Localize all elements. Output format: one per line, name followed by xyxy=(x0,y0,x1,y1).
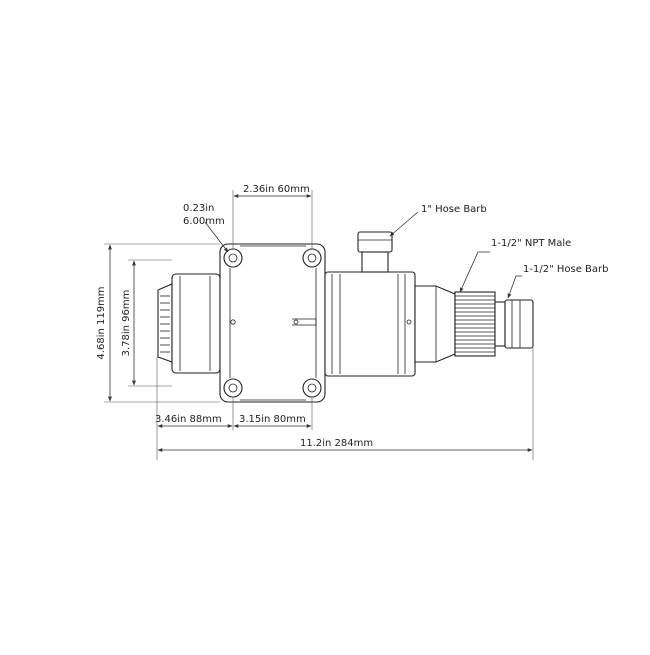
mount-hole-bottom-right xyxy=(302,378,322,398)
mounting-flange xyxy=(219,243,326,403)
top-hose-barb xyxy=(357,231,393,273)
extension-lines xyxy=(104,190,534,460)
mount-hole-top-left xyxy=(223,248,243,268)
overall-height-label: 4.68in 119mm xyxy=(96,286,107,359)
motor-end-cap xyxy=(157,283,173,363)
pump-body xyxy=(157,231,534,403)
inner-height-label: 3.78in 96mm xyxy=(121,290,132,357)
outlet-transition xyxy=(414,285,456,363)
overall-length-label: 11.2in 284mm xyxy=(300,438,373,449)
pump-chamber xyxy=(324,271,416,377)
left-offset-label: 3.46in 88mm xyxy=(155,414,222,425)
hose-barb-1in-label: 1" Hose Barb xyxy=(421,204,487,215)
hose-barb-1-5in-label: 1-1/2" Hose Barb xyxy=(523,264,608,275)
end-hose-barb xyxy=(494,299,534,349)
hole-diameter-label-mm: 6.00mm xyxy=(183,216,225,227)
mount-spacing-label: 3.15in 80mm xyxy=(239,414,306,425)
top-width-label: 2.36in 60mm xyxy=(243,184,310,195)
npt-thread xyxy=(454,291,496,357)
dimension-lines xyxy=(108,194,533,452)
mount-hole-top-right xyxy=(302,248,322,268)
npt-male-label: 1-1/2" NPT Male xyxy=(491,238,571,249)
mount-hole-bottom-left xyxy=(223,378,243,398)
motor-housing xyxy=(171,273,221,374)
hole-diameter-label-in: 0.23in xyxy=(183,203,214,214)
